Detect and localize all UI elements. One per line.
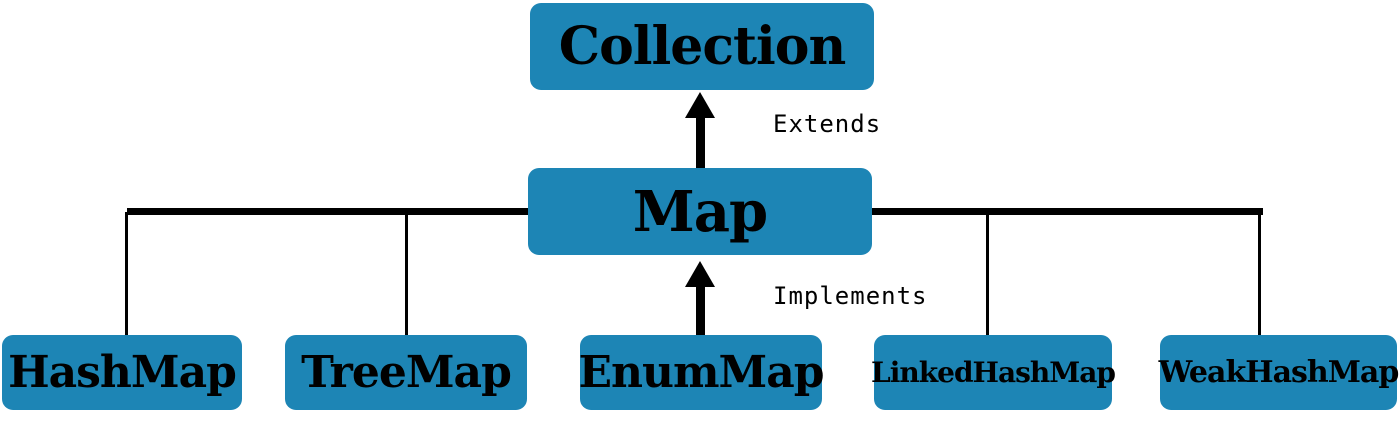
- extends-arrow-shaft: [696, 112, 705, 168]
- extends-edge-label: Extends: [773, 110, 882, 138]
- implements-edge-label: Implements: [773, 282, 928, 310]
- connector-line-hashmap: [125, 212, 128, 335]
- implements-arrow-shaft: [696, 281, 705, 335]
- node-weakhashmap: WeakHashMap: [1159, 335, 1399, 410]
- connector-line-weakhashmap: [1258, 212, 1261, 335]
- node-linkedhashmap: LinkedHashMap: [871, 335, 1116, 410]
- connector-line-treemap: [405, 212, 408, 335]
- node-enummap: EnumMap: [578, 335, 825, 410]
- connector-line-linkedhashmap: [986, 212, 989, 335]
- node-collection: Collection: [530, 3, 874, 90]
- node-hashmap: HashMap: [2, 335, 242, 410]
- node-map: Map: [528, 168, 872, 255]
- node-treemap: TreeMap: [285, 335, 527, 410]
